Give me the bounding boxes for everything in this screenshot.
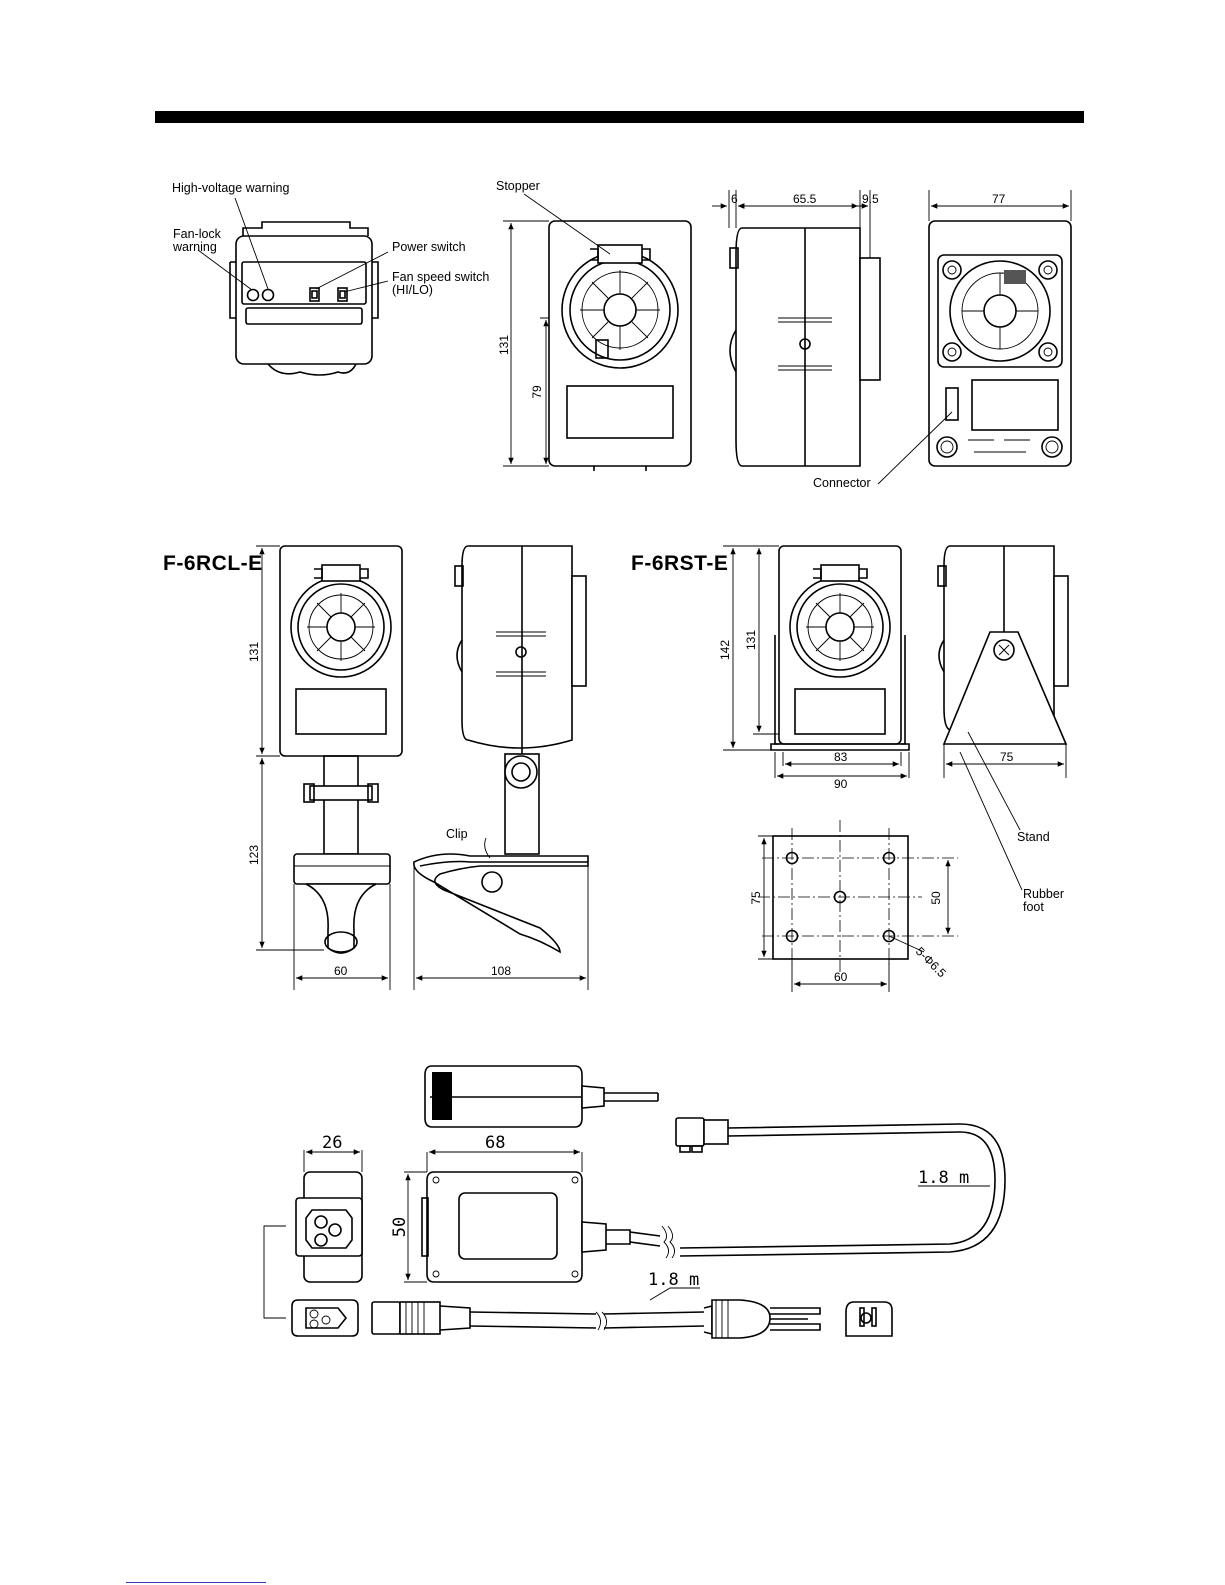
dim-stand-inner: 83 — [834, 750, 848, 764]
dim-side-left: 6 — [731, 192, 738, 206]
ac-adapter-top — [425, 1066, 658, 1127]
dim-adapter-length: 68 — [485, 1133, 505, 1153]
ac-power-cord — [292, 1288, 892, 1338]
label-clip: Clip — [446, 827, 468, 841]
dim-base-holes: 5-Φ6.5 — [913, 944, 949, 980]
dim-stand-total: 142 — [718, 640, 732, 660]
dim-adapter-height: 50 — [390, 1217, 410, 1237]
dim-stand-depth: 75 — [1000, 750, 1014, 764]
clip-model-side — [414, 546, 588, 990]
dim-front-height: 131 — [497, 335, 511, 355]
label-fan-lock-warning: Fan-lock — [173, 227, 222, 241]
footer-rule — [126, 1582, 266, 1583]
rear-view — [878, 190, 1071, 484]
dim-rear-width: 77 — [992, 192, 1006, 206]
label-rubber-foot: Rubber — [1023, 887, 1064, 901]
dim-clip-arm: 123 — [247, 845, 261, 865]
dim-ac-cord-length: 1.8 m — [648, 1270, 699, 1290]
ac-adapter-front — [404, 1152, 675, 1282]
front-view — [503, 194, 691, 471]
dim-front-lower: 79 — [530, 385, 544, 399]
label-fan-lock-warning-2: warning — [172, 240, 217, 254]
header-rule — [155, 111, 1084, 123]
dim-base-depth: 75 — [749, 891, 763, 905]
dim-adapter-thickness: 26 — [322, 1133, 342, 1153]
label-rubber-foot-2: foot — [1023, 900, 1044, 914]
dim-clip-width: 60 — [334, 964, 348, 978]
top-view-controls — [198, 198, 388, 375]
stand-model-front — [723, 546, 909, 778]
dim-stand-outer: 90 — [834, 777, 848, 791]
dim-stand-body: 131 — [744, 630, 758, 650]
label-power-switch: Power switch — [392, 240, 466, 254]
model-label-f6rcl: F-6RCL-E — [163, 552, 263, 575]
dim-base-holes-h: 60 — [834, 970, 848, 984]
ac-adapter-end — [264, 1150, 362, 1318]
dim-side-mid: 65.5 — [793, 192, 817, 206]
label-stand: Stand — [1017, 830, 1050, 844]
clip-model-front — [256, 546, 402, 990]
label-fan-speed-switch: Fan speed switch — [392, 270, 489, 284]
label-stopper: Stopper — [496, 179, 540, 193]
label-connector: Connector — [813, 476, 871, 490]
dim-side-right: 9.5 — [862, 192, 879, 206]
dim-dc-cord-length: 1.8 m — [918, 1168, 969, 1188]
model-label-f6rst: F-6RST-E — [631, 552, 728, 575]
dim-clip-depth: 108 — [491, 964, 511, 978]
dim-base-holes-v: 50 — [929, 891, 943, 905]
side-view — [712, 190, 880, 466]
dim-clip-height: 131 — [247, 642, 261, 662]
label-high-voltage-warning: High-voltage warning — [172, 181, 289, 195]
label-fan-speed-switch-2: (HI/LO) — [392, 283, 433, 297]
